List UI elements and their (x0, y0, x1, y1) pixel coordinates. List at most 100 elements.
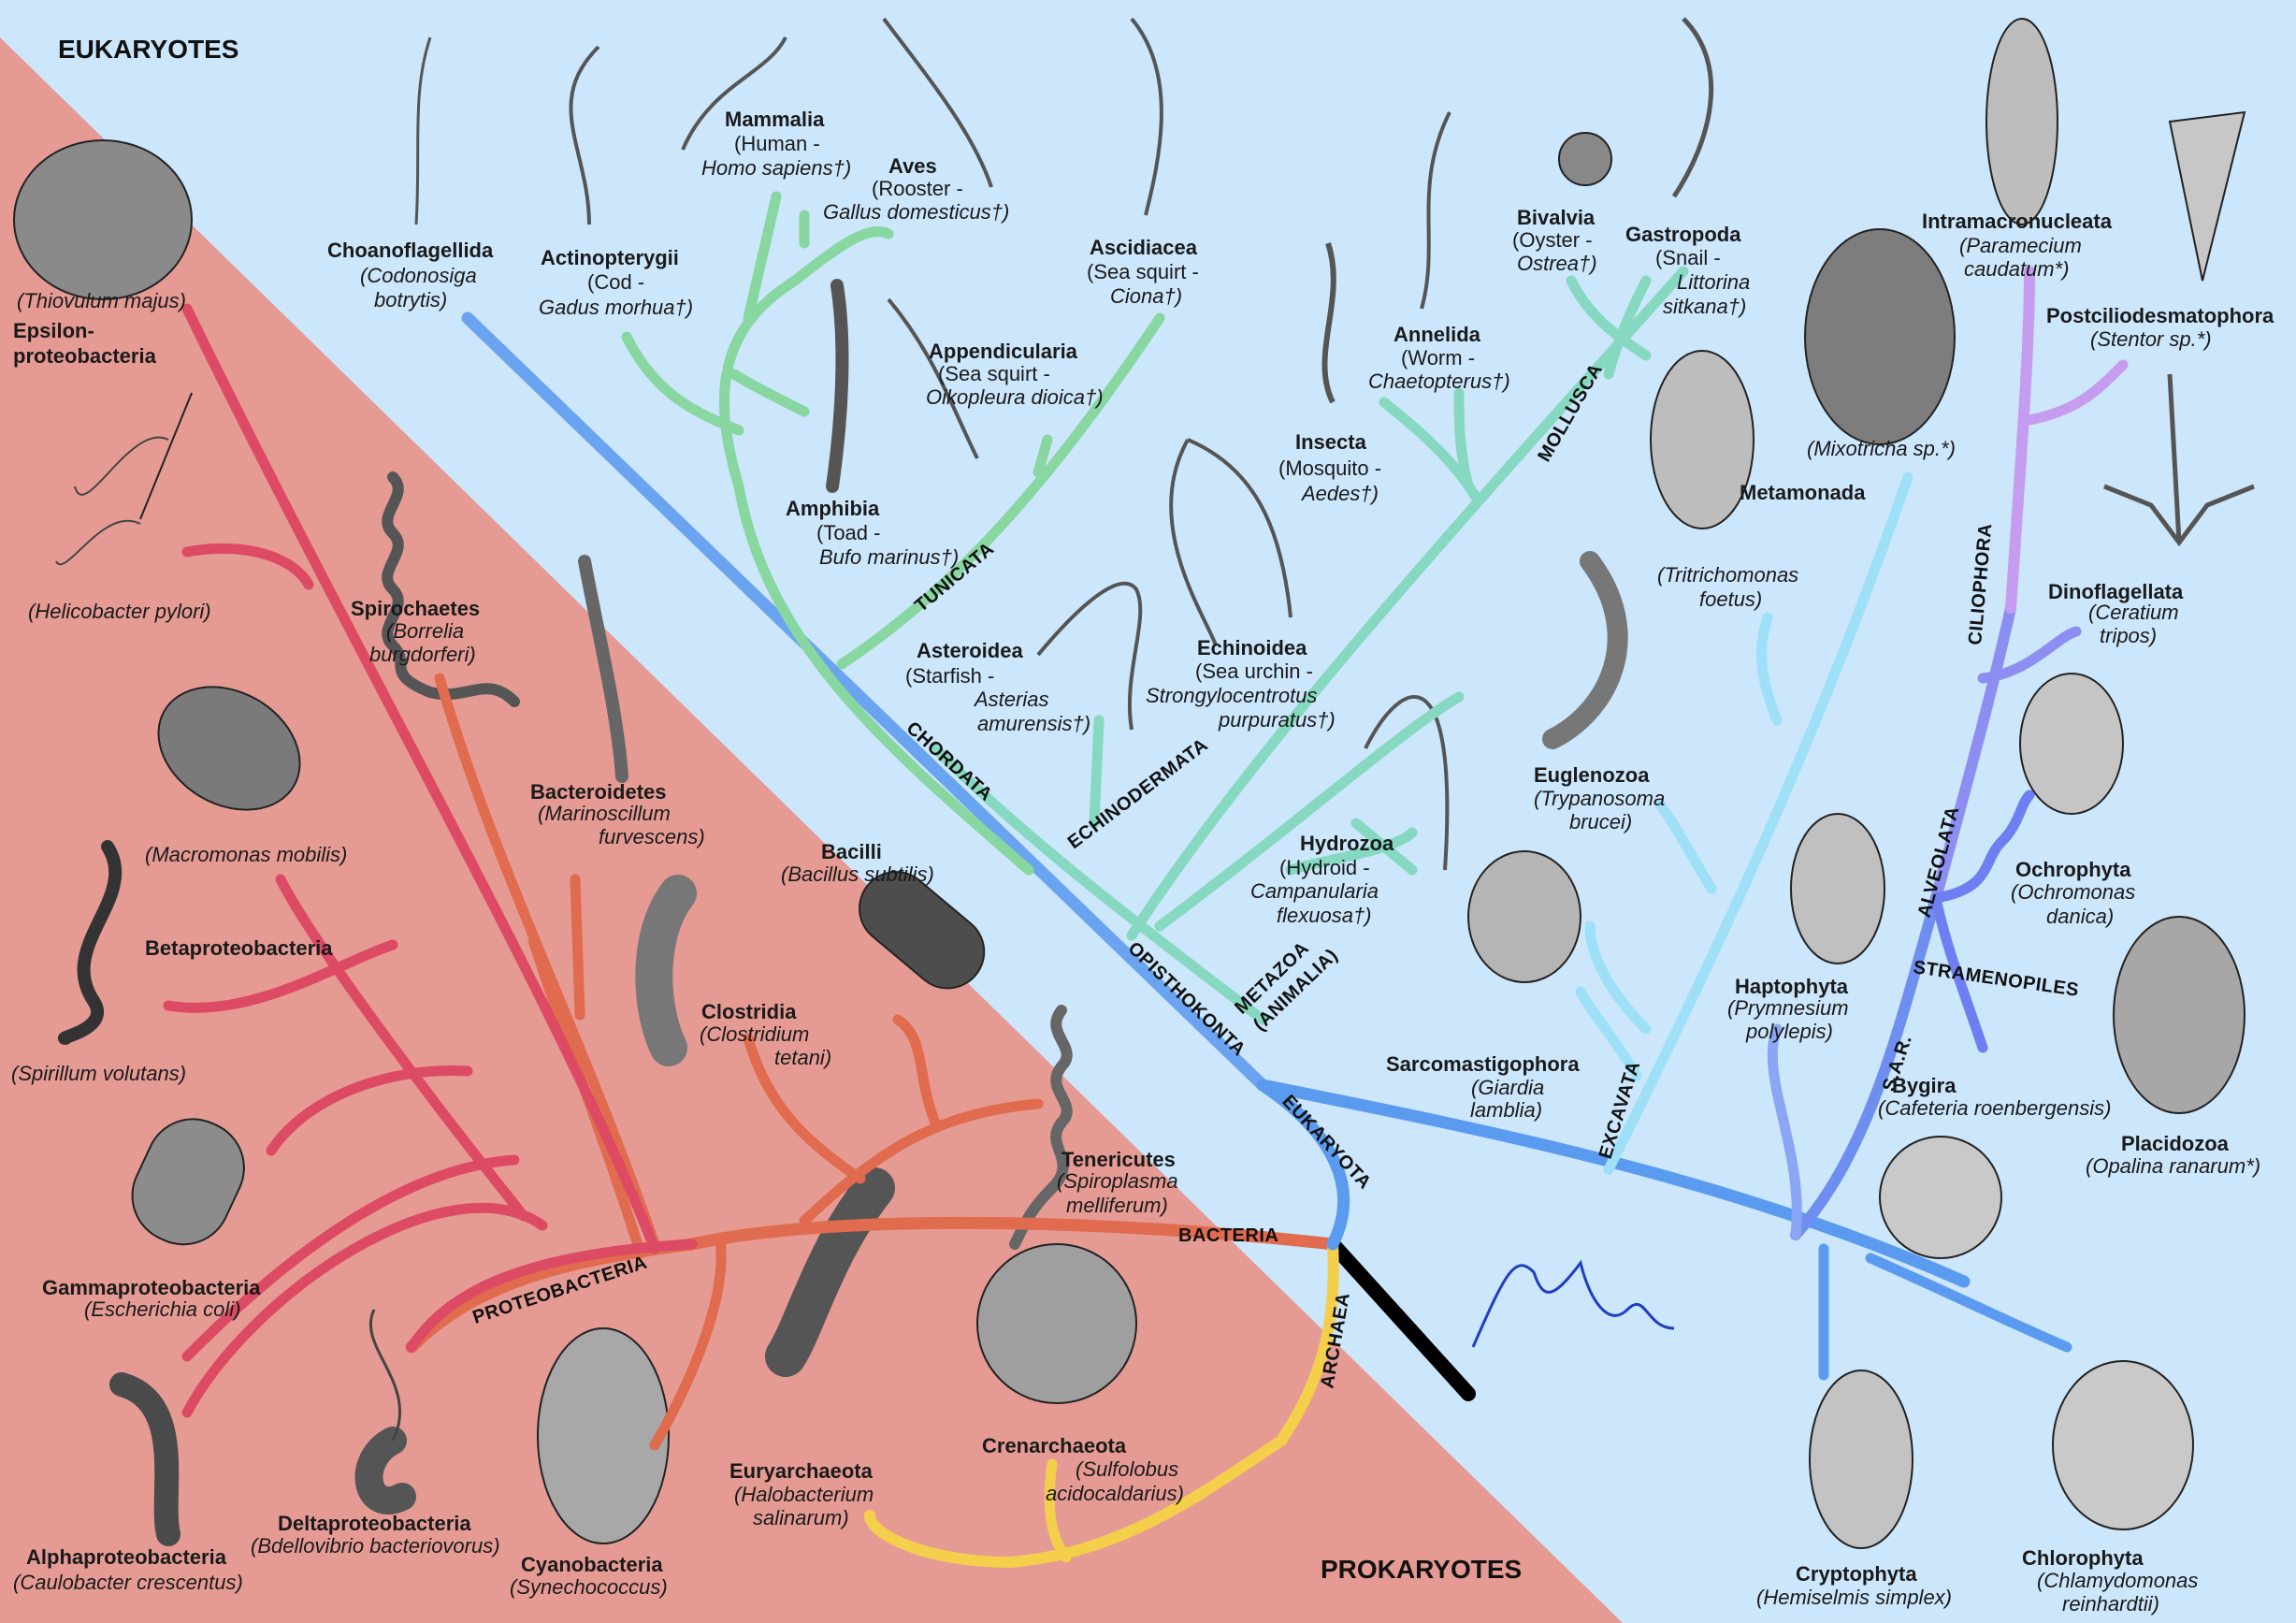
dinoflagellata-name: Dinoflagellata (2048, 580, 2184, 603)
insecta-name: Insecta (1295, 430, 1367, 454)
euglenozoa-species-1: (Trypanosoma (1534, 787, 1665, 810)
intramacro-species-1: (Paramecium (1959, 234, 2082, 257)
eukaryote-right-sub2 (1865, 1253, 2072, 1353)
bivalvia-name: Bivalvia (1517, 206, 1596, 229)
thiovulum-drawing-icon (13, 139, 193, 300)
metamonada-drawing-icon (1650, 350, 1754, 529)
hydrozoa-drawing-icon (1364, 694, 1450, 871)
insecta-species: Aedes†) (1300, 482, 1379, 505)
spirillum-species: (Spirillum volutans) (11, 1062, 186, 1085)
metamonada-name: Metamonada (1740, 481, 1866, 504)
haptophyta-species-2: polylepis) (1745, 1020, 1833, 1043)
bacteroidetes-species-1: (Marinoscillum (538, 802, 671, 825)
mammalia-common: (Human - (734, 132, 820, 155)
asteroidea-species-2: amurensis†) (977, 712, 1090, 735)
sarcomastigophora-name: Sarcomastigophora (1386, 1052, 1580, 1076)
spirillum-drawing-icon (57, 840, 123, 1045)
region-eukaryotes: EUKARYOTES (58, 35, 238, 64)
amphibia-common: (Toad - (816, 521, 880, 544)
amphibia-name: Amphibia (786, 497, 880, 520)
gastropoda-common: (Snail - (1655, 246, 1721, 269)
bivalvia-common: (Oyster - (1512, 228, 1593, 252)
organism-illustrations (13, 17, 2255, 1549)
ascidiacea-common: (Sea squirt - (1087, 260, 1199, 283)
mammalia-drawing-icon (681, 36, 787, 151)
dinoflagellata-species-1: (Ceratium (2088, 601, 2179, 624)
cren-species-1: (Sulfolobus (1076, 1457, 1178, 1481)
dinoflagellata-drawing-icon (2103, 373, 2255, 547)
annelida-common: (Worm - (1401, 346, 1475, 370)
actino-species: Gadus morhua†) (539, 296, 693, 319)
sar-sub (1767, 1023, 1802, 1240)
intramacro-name: Intramacronucleata (1922, 210, 2113, 233)
euglenozoa-name: Euglenozoa (1534, 763, 1650, 787)
gamma-species: (Escherichia coli) (84, 1297, 241, 1321)
chlorophyta-species-1: (Chlamydomonas (2037, 1569, 2198, 1592)
actinopterygii-drawing-icon (569, 45, 600, 225)
postcilio-drawing-icon (2168, 110, 2246, 282)
ochrophyta-species-1: (Ochromonas (2011, 880, 2135, 904)
hydrozoa-name: Hydrozoa (1300, 832, 1394, 855)
tenericutes-species-1: (Spiroplasma (1057, 1169, 1178, 1193)
bygira-species: (Cafeteria roenbergensis) (1878, 1096, 2111, 1120)
insecta-drawing-icon (1321, 242, 1336, 404)
aves-drawing-icon (882, 17, 993, 188)
ochrophyta-drawing-icon (2019, 673, 2124, 815)
hydrozoa-species-2: flexuosa†) (1277, 904, 1372, 927)
bacteria-branch (405, 1216, 1339, 1354)
eukaryota-branch (1256, 1079, 1350, 1251)
choano-species-1: (Codonosiga (360, 264, 477, 287)
opisthokonta-branch (461, 312, 1269, 1092)
helicobacter-drawing-icon (55, 392, 193, 565)
appendicularia-name: Appendicularia (929, 340, 1078, 363)
haptophyta-drawing-icon (1790, 813, 1885, 964)
signature-icon (1471, 1259, 1675, 1348)
cryptophyta-drawing-icon (1809, 1369, 1913, 1549)
chlorophyta-species-2: reinhardtii) (2062, 1592, 2159, 1616)
dinoflagellata-branch (1977, 626, 2082, 684)
delta-name: Deltaproteobacteria (278, 1512, 471, 1535)
haptophyta-species-1: (Prymnesium (1727, 996, 1849, 1020)
cren-species-2: acidocaldarius) (1046, 1482, 1184, 1505)
tenericutes-species-2: melliferum) (1066, 1194, 1168, 1217)
aves-species: Gallus domesticus†) (823, 200, 1009, 224)
euglenozoa-drawing-icon (1542, 551, 1628, 749)
ascidiacea-name: Ascidiacea (1090, 236, 1198, 259)
ascidiacea-species: Ciona†) (1110, 284, 1182, 308)
tenericutes-drawing-icon (1009, 1005, 1073, 1250)
bygira-name: Bygira (1892, 1074, 1957, 1097)
bacteroidetes-species-2: furvescens) (599, 825, 705, 848)
euglenozoa-species-2: brucei) (1569, 810, 1632, 833)
delta-flagellum-icon (368, 1309, 401, 1442)
asteroidea-name: Asteroidea (917, 639, 1023, 662)
placidozoa-drawing-icon (2113, 916, 2245, 1114)
bivalvia-drawing-icon (1558, 132, 1612, 186)
crenarchaeota-drawing-icon (976, 1243, 1137, 1404)
actino-common: (Cod - (587, 270, 644, 294)
proteobacteria-branches (163, 303, 698, 1418)
gamma-drawing-icon (131, 1118, 245, 1246)
clostridia-species-1: (Clostridium (700, 1022, 809, 1046)
spirochaetes-species-1: (Borrelia (386, 619, 464, 643)
appendicularia-common: (Sea squirt - (938, 362, 1050, 385)
root-branch (1325, 1237, 1476, 1401)
mammalia-name: Mammalia (725, 108, 825, 131)
region-prokaryotes: PROKARYOTES (1321, 1555, 1522, 1584)
archaea-subbranch (1044, 1458, 1072, 1563)
echinoidea-species-1: Strongylocentrotus (1146, 684, 1317, 707)
hydrozoa-common: (Hydroid - (1279, 856, 1370, 879)
sarcomastigophora-species-1: (Giardia (1471, 1076, 1544, 1099)
metazoa-branches (930, 266, 1689, 1025)
actino-name: Actinopterygii (541, 246, 679, 269)
delta-species: (Bdellovibrio bacteriovorus) (251, 1534, 500, 1558)
ascidiacea-drawing-icon (1130, 17, 1163, 216)
stramenopiles-branch (1930, 790, 2035, 904)
sarcomastigophora-species-2: lamblia) (1470, 1098, 1542, 1122)
intramacro-drawing-icon (1986, 18, 2058, 225)
echinoidea-common: (Sea urchin - (1195, 659, 1313, 683)
alpha-species: (Caulobacter crescentus) (13, 1571, 243, 1594)
eury-name: Euryarchaeota (729, 1459, 874, 1483)
annelida-drawing-icon (1420, 111, 1451, 310)
gastropoda-drawing-icon (1671, 17, 1714, 198)
excavata-branches (1575, 471, 1913, 1175)
